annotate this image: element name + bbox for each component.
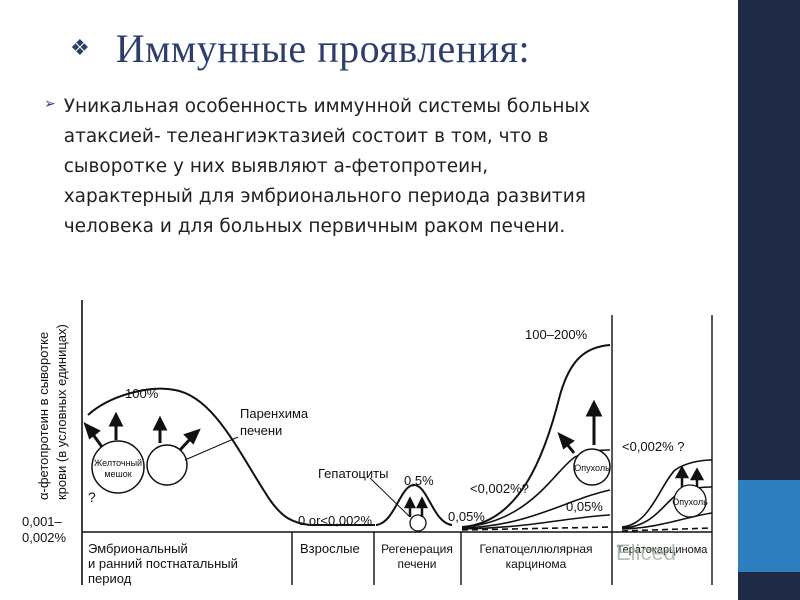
tumor-circle [573,448,611,486]
liver-parenchyma-circle [146,444,188,486]
arrow-bullet-icon: ➢ [44,95,56,111]
hcc-curve-high [461,344,611,528]
y-tick-label: 0,001– [22,514,63,529]
regeneration-peak-label: 0,5% [404,473,434,488]
hcc-005-label: 0,05% [566,499,603,514]
yolk-sac-circle [91,440,145,494]
terato-tumor-circle [673,484,707,518]
slide-title: Иммунные проявления: [115,25,531,71]
secretion-arrows [83,411,201,452]
section-label-regeneration: печени [397,557,436,571]
adult-level-label: 0 or<0,002% [298,513,373,528]
hcc-peak-label: 100–200% [525,327,588,342]
hepatocyte-circle [409,514,427,532]
y-axis-label-line-2: крови (в условных единицах) [54,324,69,500]
hcc-curve-low [461,489,611,529]
y-tick-label: 0,002% [22,530,67,545]
terato-curve-low [621,512,713,530]
terato-curve-high [621,459,713,528]
section-label-adults: Взрослые [300,541,360,556]
pointer-line [369,477,411,518]
section-label-embryonic: и ранний постнатальный [88,556,238,571]
watermark: Eliced [616,540,676,565]
right-accent-block [738,480,800,572]
terato-low-label: <0,002% ? [622,439,685,454]
section-label-hcc: Гепатоцеллюлярная [479,542,592,556]
section-label-regeneration: Регенерация [381,542,453,556]
y-axis-label-line-1: α-фетопротеин в сыворотке [36,332,51,500]
title-row: ❖ Иммунные проявления: [70,18,530,78]
section-label-teratocarcinoma: Тератокарцинома [617,544,709,556]
afp-diagram: α-фетопротеин в сыворотке крови (в услов… [22,300,713,586]
terato-arrows [674,465,705,487]
hcc-low-label: <0,002%? [470,481,529,496]
tumor-arrows [557,399,603,454]
yolk-sac-label: Желточный [94,458,142,468]
section-label-hcc: карцинома [506,557,567,571]
peak-label: 100% [125,386,159,401]
body-paragraph: ➢ Уникальная особенность иммунной систем… [44,92,724,242]
terato-tumor-label: Опухоль [672,497,708,507]
hcc-curve-lowest [461,514,611,530]
section-label-embryonic: Эмбриональный [88,541,188,556]
terato-curve-baseline [621,527,713,532]
tumor-label: Опухоль [574,463,610,473]
yolk-sac-label: мешок [104,469,131,479]
hcc-curve-baseline [461,526,611,531]
diamond-bullet-icon: ❖ [70,35,90,61]
question-mark: ? [88,489,96,505]
pointer-line [184,436,239,461]
hepatocyte-arrows [403,496,429,517]
body-text: Уникальная особенность иммунной системы … [63,96,591,237]
parenchyma-label: Паренхима [240,406,309,421]
parenchyma-label: печени [240,423,282,438]
regeneration-curve [375,483,453,526]
hepatocytes-label: Гепатоциты [318,466,388,481]
embryonic-curve [87,387,375,526]
section-label-embryonic: период [88,571,132,586]
regeneration-low-label: 0,05% [448,509,485,524]
